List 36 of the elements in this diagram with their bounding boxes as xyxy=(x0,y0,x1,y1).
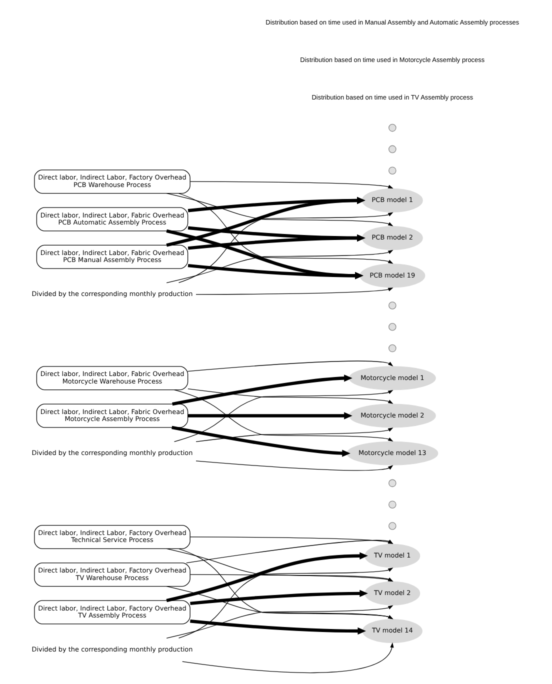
arrow xyxy=(188,388,394,404)
arrow xyxy=(190,590,368,606)
arrow xyxy=(182,642,394,674)
node-circle xyxy=(388,302,396,310)
arrow xyxy=(166,586,394,620)
node-circle xyxy=(388,522,396,530)
arrow xyxy=(178,193,394,264)
arrow xyxy=(166,605,394,638)
arrow xyxy=(188,234,366,250)
arrow xyxy=(166,193,394,226)
node-circle xyxy=(388,145,396,154)
arrow xyxy=(166,229,364,280)
arrow xyxy=(188,264,364,280)
node-circle xyxy=(388,166,396,174)
arrow xyxy=(178,212,394,284)
arrow xyxy=(188,412,352,420)
node-circle xyxy=(388,323,396,331)
arrow xyxy=(190,536,394,544)
arrow xyxy=(196,428,394,442)
arrow xyxy=(172,426,350,457)
arrow xyxy=(190,619,366,635)
arrow xyxy=(188,196,366,212)
arrow xyxy=(196,288,394,295)
arrow xyxy=(166,552,368,602)
node-circle xyxy=(388,479,396,488)
arrow xyxy=(196,460,394,471)
node-circle xyxy=(388,124,396,132)
arrow xyxy=(190,181,394,188)
arrow xyxy=(186,540,394,564)
arrow xyxy=(188,226,366,242)
node-circle xyxy=(388,500,396,508)
node-circle xyxy=(388,344,396,352)
arrow xyxy=(166,196,366,247)
arrow xyxy=(187,360,394,372)
arrow xyxy=(166,250,394,284)
arrow xyxy=(172,374,352,406)
